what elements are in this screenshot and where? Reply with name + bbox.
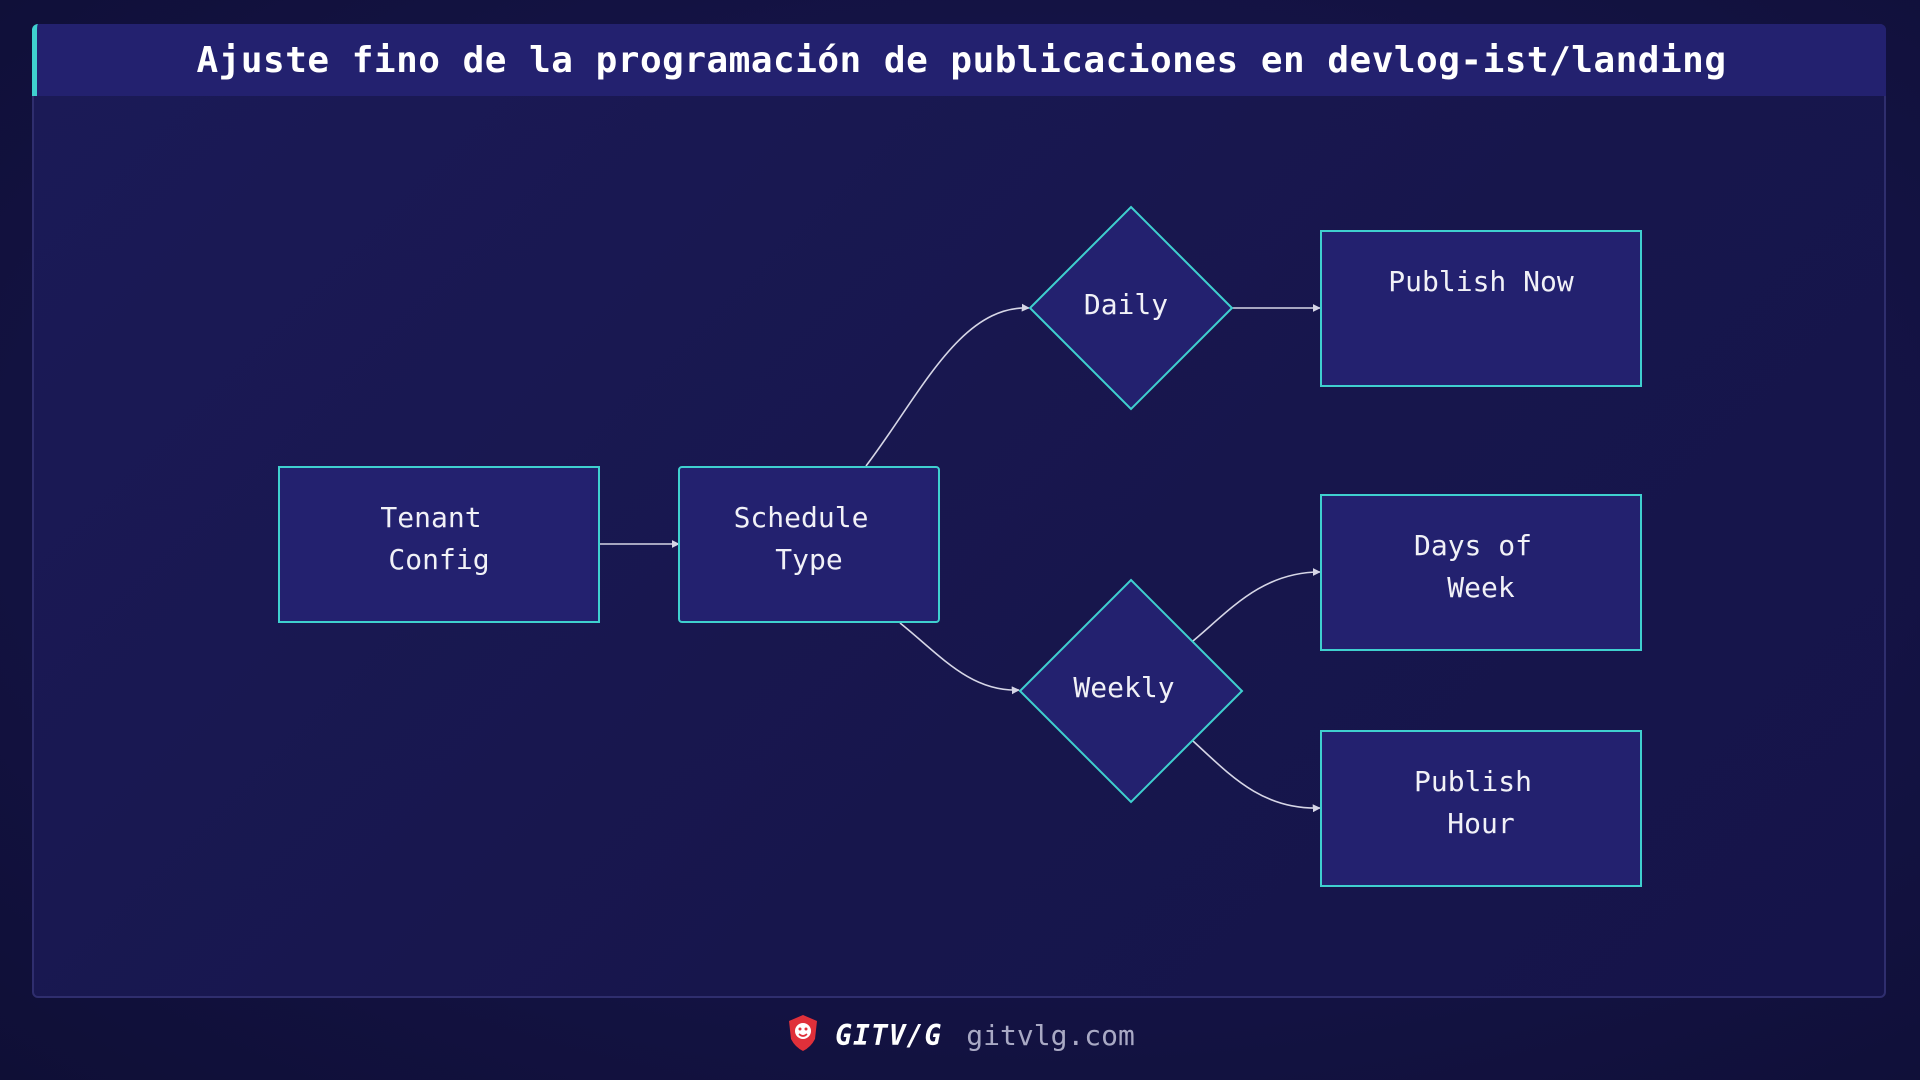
page-title: Ajuste fino de la programación de public… xyxy=(196,39,1727,81)
footer: GITV/G gitvlg.com xyxy=(0,1010,1920,1060)
edge-weekly-to-days-of-week xyxy=(1192,568,1321,642)
edge-weekly-to-publish-hour xyxy=(1192,740,1321,813)
node-publish-now: Publish Now xyxy=(1320,230,1642,387)
node-publish-hour: Publish Hour xyxy=(1320,730,1642,887)
edge-schedule-to-daily xyxy=(865,303,1030,467)
lion-shield-icon xyxy=(785,1013,821,1057)
schedule-type-label-line1: Schedule xyxy=(734,501,869,534)
node-weekly: Weekly xyxy=(1018,578,1244,804)
brand-name: GITV/G xyxy=(835,1018,943,1052)
publish-hour-label-line2: Hour xyxy=(1447,807,1514,840)
node-daily: Daily xyxy=(1028,205,1234,411)
node-tenant-config: Tenant Config xyxy=(278,466,600,623)
weekly-label: Weekly xyxy=(1073,671,1174,704)
publish-hour-label-line1: Publish xyxy=(1414,765,1532,798)
site-link[interactable]: gitvlg.com xyxy=(966,1018,1135,1052)
tenant-config-label-line2: Config xyxy=(388,543,489,576)
days-of-week-label-line1: Days of xyxy=(1414,529,1532,562)
title-bar: Ajuste fino de la programación de public… xyxy=(32,24,1886,96)
tenant-config-label-line1: Tenant xyxy=(380,501,481,534)
schedule-type-label-line2: Type xyxy=(775,543,842,576)
daily-label: Daily xyxy=(1084,288,1168,321)
node-schedule-type: Schedule Type xyxy=(678,466,940,623)
publish-now-label: Publish Now xyxy=(1388,265,1574,298)
edge-schedule-to-weekly xyxy=(899,622,1020,695)
days-of-week-label-line2: Week xyxy=(1447,571,1515,604)
node-days-of-week: Days of Week xyxy=(1320,494,1642,651)
